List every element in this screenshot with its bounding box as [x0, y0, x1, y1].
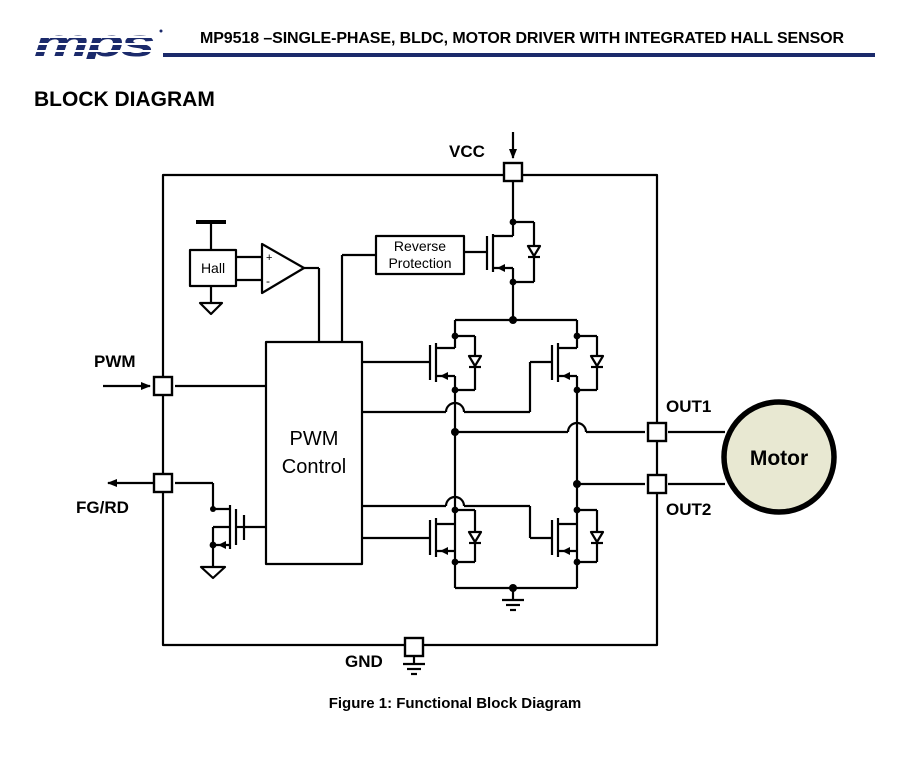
header-rule [163, 53, 875, 57]
gnd-pin [403, 636, 425, 658]
vcc-label: VCC [449, 142, 485, 161]
pwm-pin [152, 375, 174, 397]
comparator-plus-label: + [266, 252, 272, 264]
pwm-control-label-1: PWM [290, 428, 339, 450]
out1-pin [646, 421, 668, 443]
gnd-label: GND [345, 652, 383, 671]
reverse-protection-label-2: Protection [388, 255, 451, 271]
fg-rd-pin [152, 472, 174, 494]
out2-pin [646, 473, 668, 495]
hall-sensor-block [188, 248, 238, 288]
motor-label: Motor [750, 447, 808, 470]
section-heading: BLOCK DIAGRAM [34, 88, 215, 111]
out2-label: OUT2 [666, 500, 711, 519]
out1-label: OUT1 [666, 397, 711, 416]
figure-caption: Figure 1: Functional Block Diagram [328, 695, 582, 712]
document-title: MP9518 –SINGLE-PHASE, BLDC, MOTOR DRIVER… [200, 30, 844, 47]
hall-label: Hall [201, 260, 225, 276]
pwm-control-label-2: Control [282, 456, 346, 478]
comparator-minus-label: - [266, 274, 270, 288]
motor [721, 399, 837, 515]
pwm-control-block [264, 340, 364, 566]
hall-comparator [260, 242, 306, 295]
mps-logo: mps [34, 27, 163, 59]
fg-rd-label: FG/RD [76, 498, 129, 517]
reverse-protection-label-1: Reverse [394, 238, 446, 254]
pwm-label: PWM [94, 352, 136, 371]
vcc-pin [502, 161, 524, 183]
